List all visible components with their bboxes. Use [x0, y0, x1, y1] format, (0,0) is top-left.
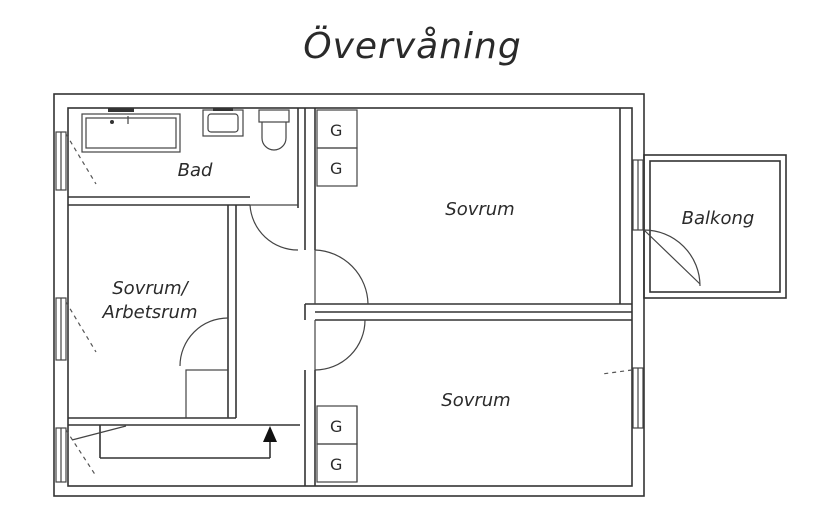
interior-walls: [68, 108, 632, 486]
room-label-arbetsrum-line2: Arbetsrum: [102, 302, 198, 323]
room-label-bad: Bad: [178, 160, 213, 181]
room-label-balkong: Balkong: [682, 208, 755, 229]
balcony: [643, 154, 787, 299]
closet-label: G: [330, 455, 342, 474]
room-label-sovrum-top: Sovrum: [445, 199, 514, 220]
doors: [71, 204, 701, 441]
closet-label: G: [330, 121, 342, 140]
floor-plan-title: Övervåning: [303, 26, 522, 67]
bathtub: [81, 108, 181, 153]
room-label-sovrum-bottom: Sovrum: [441, 390, 510, 411]
stair-arrow: [263, 426, 277, 448]
closets-top: [316, 109, 358, 187]
closet-label: G: [330, 417, 342, 436]
toilet: [258, 109, 290, 151]
windows: [55, 131, 644, 483]
closet-label: G: [330, 159, 342, 178]
sink: [202, 108, 244, 137]
closets-bottom: [316, 405, 358, 483]
room-label-arbetsrum-line1: Sovrum/: [112, 278, 189, 299]
